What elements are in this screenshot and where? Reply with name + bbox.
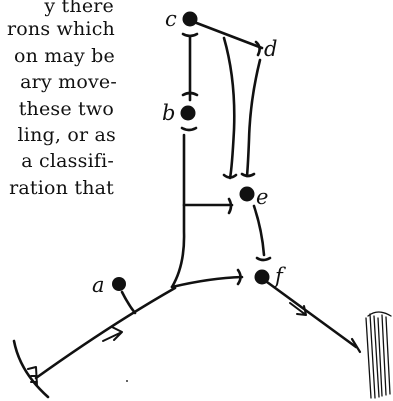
d-descending-fiber [247, 60, 260, 176]
c-to-d-fiber [194, 22, 262, 48]
label-b: b [162, 101, 175, 125]
label-c: c [165, 7, 177, 31]
synapse-b-bottom [182, 128, 196, 130]
c-descending-fiber [224, 38, 234, 178]
label-e: e [256, 185, 268, 209]
label-a: a [92, 273, 105, 297]
synapse-d [256, 42, 260, 55]
print-speck [126, 380, 128, 382]
afferent-fiber [36, 288, 175, 378]
muscle-fibers [366, 312, 391, 398]
ascending-fiber [172, 135, 184, 287]
synapse-c [183, 34, 197, 36]
neuron-a [112, 277, 126, 291]
branch-to-a [122, 292, 135, 313]
neuron-e [240, 187, 255, 202]
neuron-f [255, 270, 270, 285]
neuron-c [183, 12, 198, 27]
label-d: d [264, 37, 277, 61]
efferent-fiber [267, 282, 356, 347]
e-to-f-fiber [254, 206, 264, 255]
neuron-b [181, 106, 196, 121]
junction-to-f-fiber [172, 277, 242, 287]
label-f: f [273, 264, 286, 288]
synapse-f-top [257, 258, 270, 260]
